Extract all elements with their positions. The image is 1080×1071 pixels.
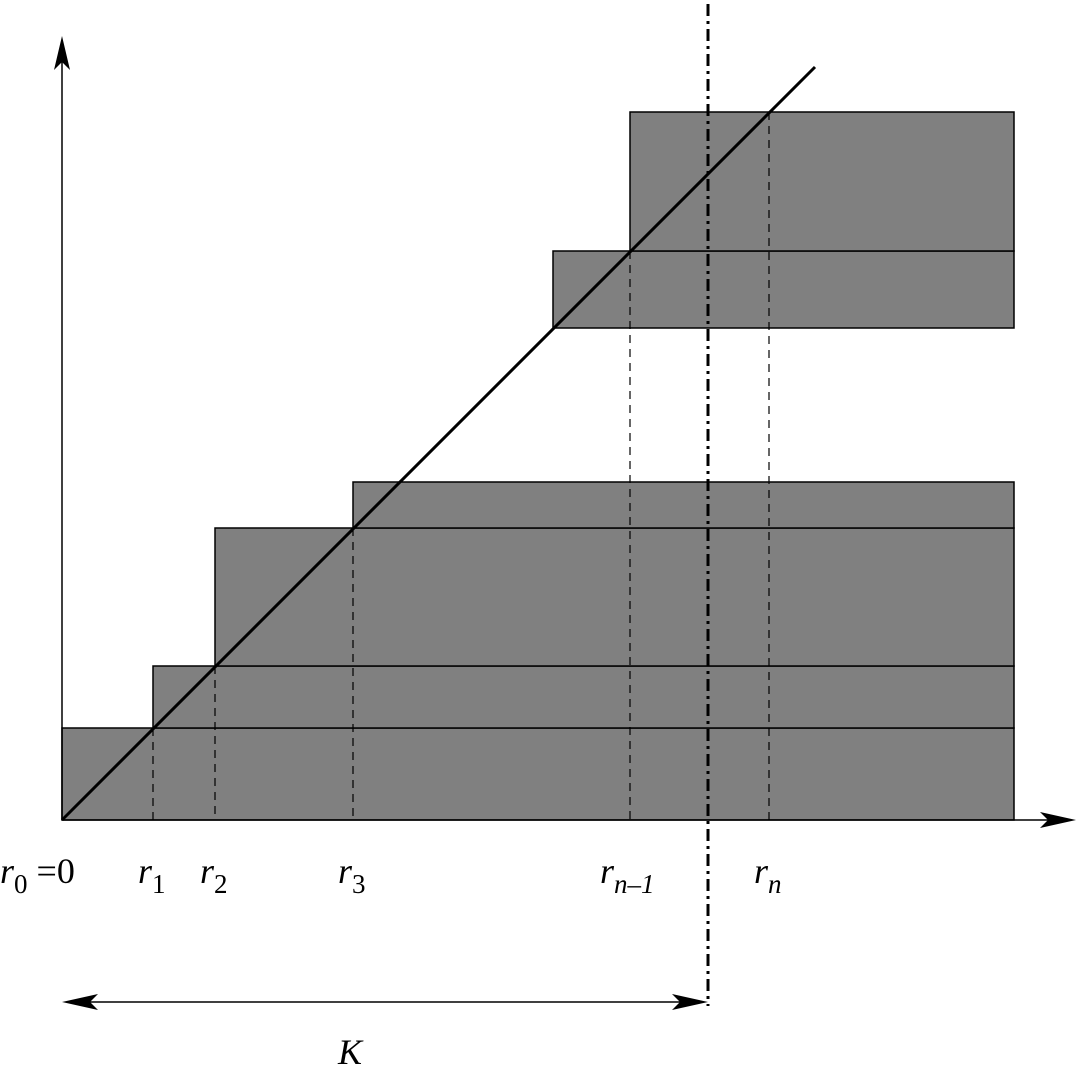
axis-labels: r0 =0 r1 r2 r3 rn–1 rn K bbox=[0, 851, 782, 1071]
diagonal-line bbox=[60, 65, 817, 822]
layer-rect-1 bbox=[61, 727, 1015, 821]
layer-rect-6 bbox=[629, 111, 1015, 252]
label-r3: r3 bbox=[338, 851, 366, 899]
x-axis-arrowhead bbox=[1040, 812, 1076, 828]
label-r2: r2 bbox=[200, 851, 228, 899]
label-k: K bbox=[337, 1032, 364, 1066]
k-arrow-left-head bbox=[62, 994, 98, 1010]
layer-rect-2 bbox=[152, 665, 1015, 729]
k-arrow-right-head bbox=[672, 994, 708, 1010]
label-rn-minus-1: rn–1 bbox=[600, 851, 655, 899]
k-double-arrow bbox=[62, 994, 708, 1010]
label-r0: r0 =0 bbox=[0, 851, 75, 899]
label-rn: rn bbox=[754, 851, 782, 899]
layer-rect-4 bbox=[352, 481, 1015, 529]
label-r1: r1 bbox=[138, 851, 166, 899]
guide-lines bbox=[152, 112, 770, 820]
layer-rects bbox=[61, 111, 1015, 821]
layer-rect-3 bbox=[214, 527, 1015, 667]
layer-rect-5 bbox=[552, 250, 1015, 329]
y-axis-arrowhead bbox=[54, 36, 70, 70]
axes bbox=[54, 36, 1076, 828]
